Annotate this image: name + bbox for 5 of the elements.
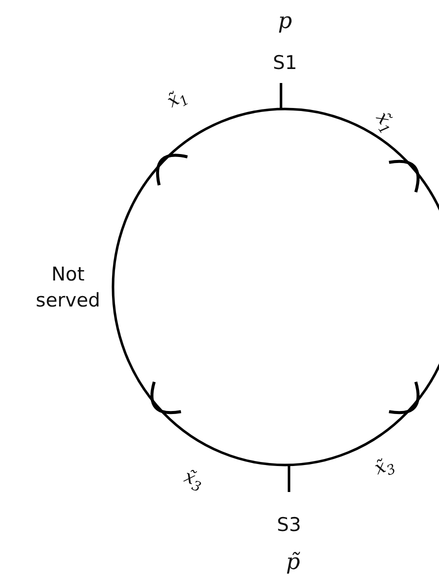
station-label: S1 (272, 51, 298, 76)
station-label: S3 (276, 513, 302, 538)
variable-label: p (278, 8, 292, 36)
variable-label: p̃ (286, 549, 300, 578)
region-label: Not served (34, 262, 102, 313)
